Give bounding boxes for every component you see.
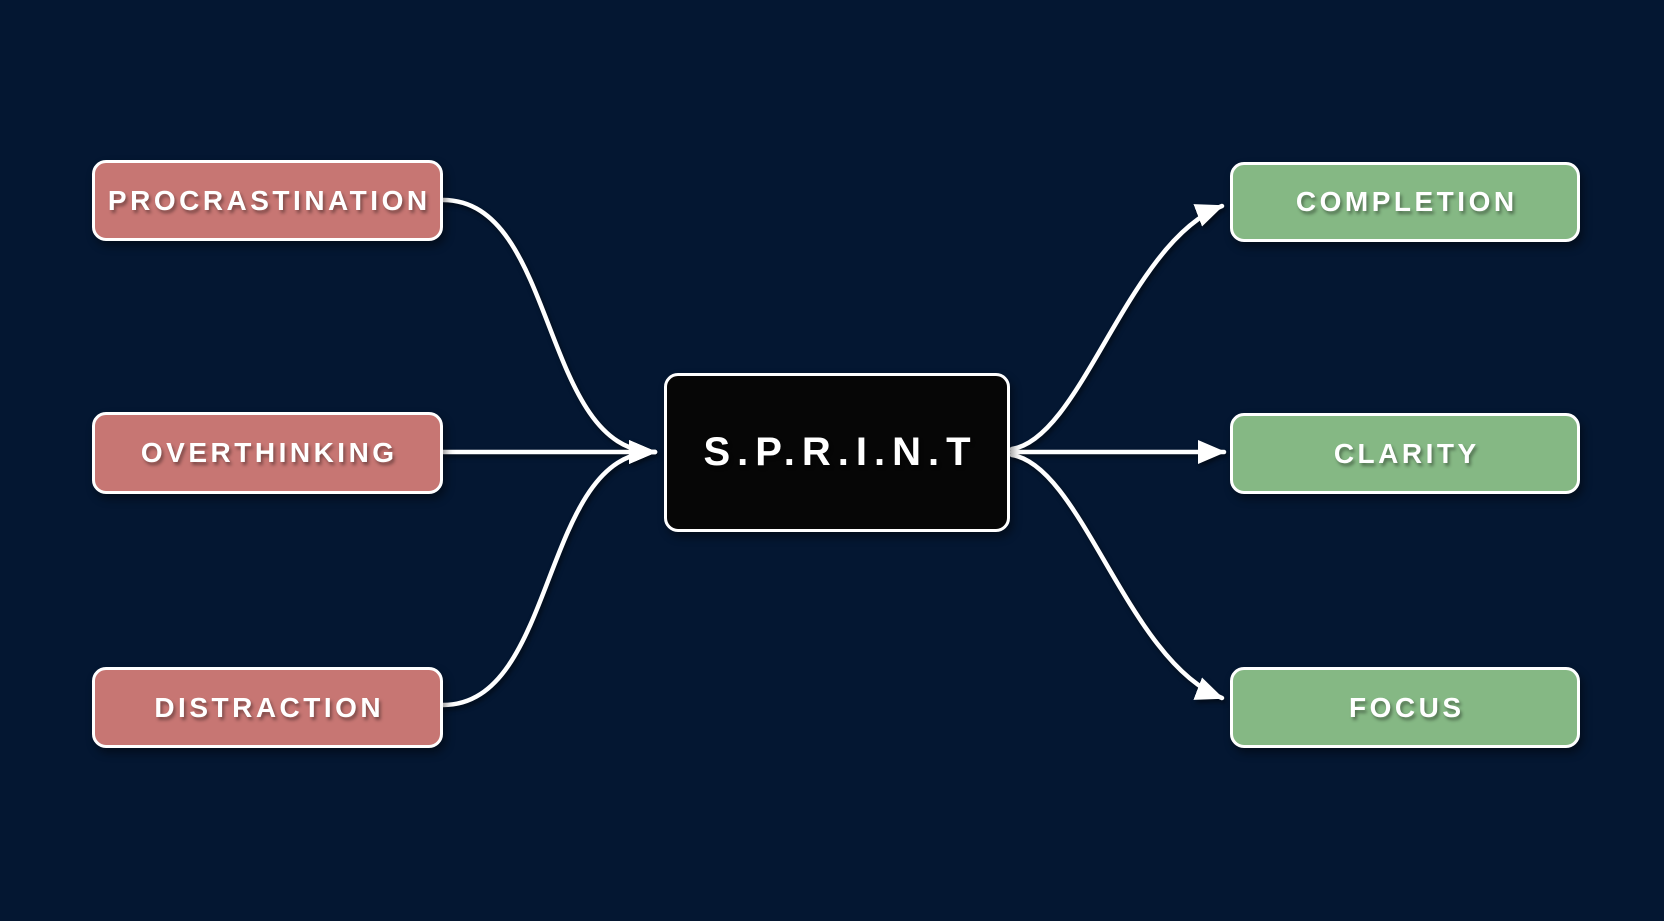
node-focus: FOCUS xyxy=(1230,667,1580,748)
node-procrastination: PROCRASTINATION xyxy=(92,160,443,241)
node-sprint: S.P.R.I.N.T xyxy=(664,373,1010,532)
node-clarity-label: CLARITY xyxy=(1333,437,1480,469)
node-focus-label: FOCUS xyxy=(1349,691,1465,723)
arrow-sprint-to-completion xyxy=(1009,203,1225,452)
node-completion-label: COMPLETION xyxy=(1295,186,1518,217)
node-overthinking: OVERTHINKING xyxy=(92,412,443,494)
arrow-sprint-to-focus xyxy=(1009,452,1225,701)
node-sprint-label: S.P.R.I.N.T xyxy=(703,430,978,474)
arrow-procrastination-to-sprint xyxy=(440,197,658,464)
node-completion: COMPLETION xyxy=(1230,162,1580,242)
node-clarity: CLARITY xyxy=(1230,413,1580,494)
node-distraction: DISTRACTION xyxy=(92,667,443,748)
node-overthinking-label: OVERTHINKING xyxy=(140,437,398,468)
arrow-distraction-to-sprint xyxy=(440,440,658,708)
node-procrastination-label: PROCRASTINATION xyxy=(107,184,431,216)
node-distraction-label: DISTRACTION xyxy=(154,691,385,723)
